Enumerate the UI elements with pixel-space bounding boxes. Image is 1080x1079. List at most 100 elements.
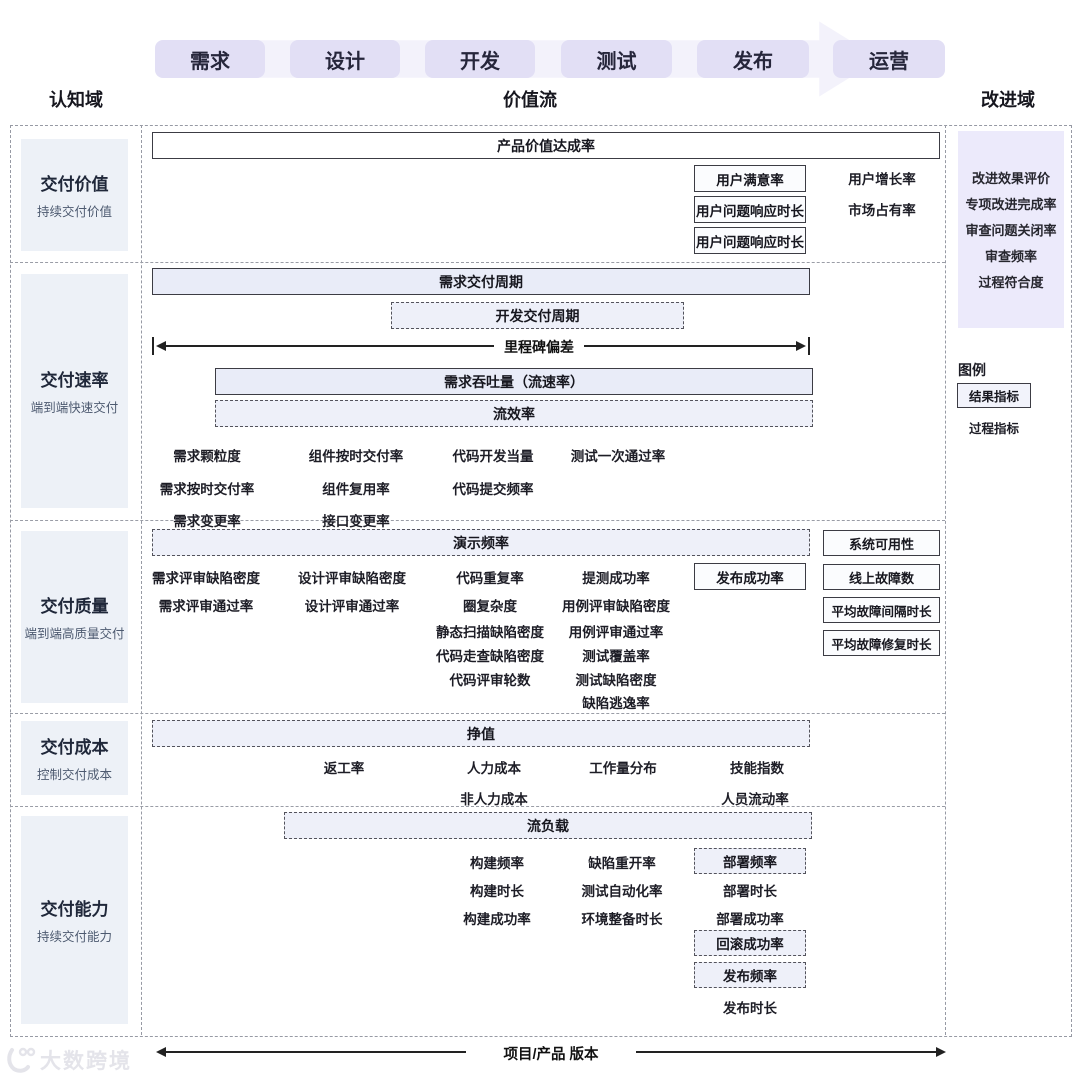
- metric-test-defect-density: 测试缺陷密度: [575, 673, 657, 688]
- category-subtitle: 持续交付能力: [36, 930, 112, 944]
- axis-line-left: [166, 1051, 466, 1053]
- release-success-rate-box: 发布成功率: [694, 563, 806, 590]
- metric-build-frequency: 构建频率: [470, 856, 524, 871]
- requirement-throughput-box: 需求吞吐量（流速率）: [215, 368, 813, 395]
- metric-req-review-pass-rate: 需求评审通过率: [158, 599, 254, 614]
- stage-chip-release: 发布: [697, 40, 809, 78]
- metric-labor-cost: 人力成本: [467, 761, 521, 776]
- stage-chip-testing: 测试: [561, 40, 672, 78]
- axis-arrow-left-icon: [156, 1047, 166, 1057]
- row-divider-1: [10, 262, 945, 263]
- milestone-line-left: [166, 345, 494, 347]
- stage-chip-operations: 运营: [833, 40, 945, 78]
- milestone-arrow-left-icon: [156, 341, 166, 351]
- milestone-right-endbar: [808, 337, 810, 355]
- metric-build-success-rate: 构建成功率: [463, 912, 531, 927]
- metric-test-first-pass-rate: 测试一次通过率: [570, 449, 666, 464]
- stage-chip-requirements: 需求: [155, 40, 265, 78]
- metric-review-frequency: 审查频率: [984, 249, 1037, 264]
- category-subtitle: 端到端快速交付: [30, 401, 119, 415]
- mtbf-box: 平均故障间隔时长: [823, 597, 940, 623]
- product-value-achievement-box: 产品价值达成率: [152, 132, 940, 159]
- metric-staff-turnover-rate: 人员流动率: [721, 792, 789, 807]
- user-satisfaction-box: 用户满意率: [694, 165, 806, 192]
- requirement-delivery-cycle-box: 需求交付周期: [152, 268, 810, 295]
- metric-improvement-effect-evaluation: 改进效果评价: [971, 171, 1050, 186]
- category-column-divider: [141, 125, 142, 1035]
- milestone-deviation-label: 里程碑偏差: [504, 339, 574, 355]
- category-title: 交付速率: [40, 371, 109, 390]
- deploy-frequency-box: 部署频率: [694, 848, 806, 874]
- user-issue-response-time-box: 用户问题响应时长: [694, 196, 806, 223]
- category-delivery-cost: 交付成本 控制交付成本: [21, 721, 128, 795]
- metric-deploy-duration: 部署时长: [723, 884, 777, 899]
- metric-design-review-defect-density: 设计评审缺陷密度: [298, 571, 406, 586]
- metric-static-scan-defect-density: 静态扫描缺陷密度: [436, 625, 544, 640]
- cognitive-domain-label: 认知域: [49, 90, 103, 110]
- metric-test-submission-success: 提测成功率: [582, 571, 650, 586]
- value-stream-label: 价值流: [503, 90, 557, 110]
- watermark-logo-icon: [7, 1047, 36, 1073]
- category-subtitle: 持续交付价值: [36, 205, 112, 219]
- metric-defect-escape-rate: 缺陷逃逸率: [582, 696, 650, 711]
- row-divider-4: [10, 806, 945, 807]
- system-availability-box: 系统可用性: [823, 530, 940, 556]
- stage-chip-design: 设计: [290, 40, 400, 78]
- rollback-success-rate-box: 回滚成功率: [694, 930, 806, 956]
- online-failure-count-box: 线上故障数: [823, 564, 940, 590]
- metric-process-compliance: 过程符合度: [978, 275, 1044, 290]
- mttr-box: 平均故障修复时长: [823, 630, 940, 656]
- flow-efficiency-box: 流效率: [215, 400, 813, 427]
- category-delivery-value: 交付价值 持续交付价值: [21, 139, 128, 251]
- user-issue-response-time-box-2: 用户问题响应时长: [694, 227, 806, 254]
- milestone-arrow-right-icon: [796, 341, 806, 351]
- metric-deploy-success-rate: 部署成功率: [716, 912, 784, 927]
- category-delivery-capability: 交付能力 持续交付能力: [21, 816, 128, 1024]
- metric-non-labor-cost: 非人力成本: [460, 792, 528, 807]
- milestone-left-endbar: [152, 337, 154, 355]
- metric-req-review-defect-density: 需求评审缺陷密度: [152, 571, 260, 586]
- metric-user-growth-rate: 用户增长率: [848, 172, 916, 187]
- milestone-line-right: [584, 345, 796, 347]
- metric-case-review-pass-rate: 用例评审通过率: [568, 625, 664, 640]
- watermark-text: 大数跨境: [40, 1050, 132, 1073]
- metric-requirement-change-rate: 需求变更率: [173, 514, 241, 529]
- category-delivery-speed: 交付速率 端到端快速交付: [21, 274, 128, 508]
- category-title: 交付成本: [40, 738, 109, 757]
- category-title: 交付价值: [40, 175, 109, 194]
- metric-case-review-defect-density: 用例评审缺陷密度: [562, 599, 670, 614]
- improvement-column-divider: [945, 125, 946, 1035]
- category-subtitle: 控制交付成本: [36, 768, 112, 782]
- legend-process-indicator: 过程指标: [968, 422, 1019, 436]
- release-frequency-box: 发布频率: [694, 962, 806, 988]
- metric-requirement-granularity: 需求颗粒度: [173, 449, 241, 464]
- metric-special-improvement-completion: 专项改进完成率: [965, 197, 1057, 212]
- improvement-metrics-panel: 改进效果评价 专项改进完成率 审查问题关闭率 审查频率 过程符合度: [958, 131, 1064, 328]
- category-title: 交付能力: [40, 900, 109, 919]
- metric-cyclomatic-complexity: 圈复杂度: [463, 599, 517, 614]
- row-divider-3: [10, 713, 945, 714]
- category-subtitle: 端到端高质量交付: [24, 627, 125, 641]
- flow-load-box: 流负载: [284, 812, 812, 839]
- diagram-outer-border: [10, 125, 1072, 1037]
- row-divider-2: [10, 520, 945, 521]
- metric-skill-index: 技能指数: [730, 761, 784, 776]
- metric-component-reuse-rate: 组件复用率: [322, 482, 390, 497]
- metric-code-review-rounds: 代码评审轮数: [449, 673, 531, 688]
- metric-code-walkthrough-defect-density: 代码走查缺陷密度: [436, 649, 544, 664]
- metric-market-share: 市场占有率: [848, 203, 916, 218]
- metric-test-coverage: 测试覆盖率: [582, 649, 650, 664]
- legend-result-indicator: 结果指标: [957, 383, 1031, 408]
- metric-design-review-pass-rate: 设计评审通过率: [304, 599, 400, 614]
- axis-line-right: [636, 1051, 936, 1053]
- metric-requirement-ontime-delivery: 需求按时交付率: [159, 482, 255, 497]
- demo-frequency-box: 演示频率: [152, 529, 810, 556]
- metric-rework-rate: 返工率: [323, 761, 365, 776]
- axis-arrow-right-icon: [936, 1047, 946, 1057]
- metric-code-duplication-rate: 代码重复率: [456, 571, 524, 586]
- metric-interface-change-rate: 接口变更率: [322, 514, 390, 529]
- dev-delivery-cycle-box: 开发交付周期: [391, 302, 684, 329]
- stage-chip-development: 开发: [425, 40, 535, 78]
- earned-value-box: 挣值: [152, 720, 810, 747]
